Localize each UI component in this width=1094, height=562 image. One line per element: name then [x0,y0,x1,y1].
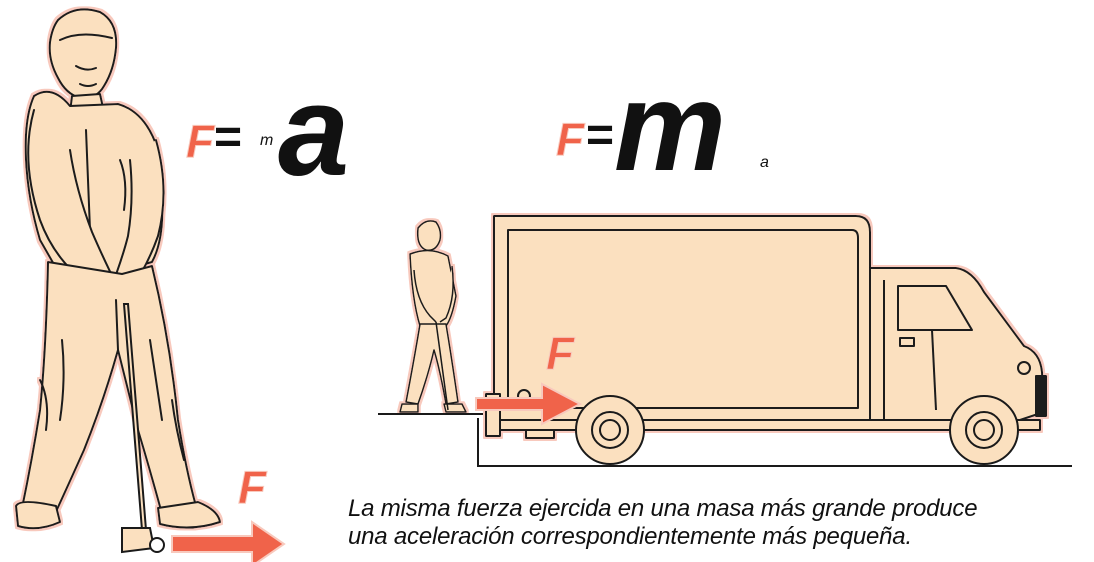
formula-left-small-m: m [260,132,274,149]
truck-wheel-front [949,395,1019,465]
force-label-golf: F [237,461,267,514]
force-arrow-golf [171,520,286,562]
formula-left-f: F [185,115,215,168]
formula-left-equals: = [214,111,243,164]
formula-right: F = m a [555,64,786,190]
force-label-truck: F [545,327,575,380]
formula-left: F = m a [185,68,386,200]
truck-window [897,285,973,331]
formula-right-equals: = [586,109,615,162]
formula-right-big-m: m [614,56,727,197]
golf-ball [149,537,165,553]
caption: La misma fuerza ejercida en una masa más… [348,495,1088,551]
truck-wheel-rear [575,395,645,465]
formula-right-f: F [555,113,585,166]
golfer-large [15,8,221,530]
formula-left-big-a: a [278,60,350,203]
caption-line-2: una aceleración correspondientemente más… [348,523,912,550]
truck-cab [869,267,1045,421]
ground-line-truck [477,418,1072,467]
caption-line-1: La misma fuerza ejercida en una masa más… [348,495,978,522]
force-arrow-truck [475,382,583,426]
formula-right-small-a: a [760,154,769,171]
golfer-small [399,220,467,413]
golf-club [121,303,156,554]
golf-club-small [435,321,449,411]
